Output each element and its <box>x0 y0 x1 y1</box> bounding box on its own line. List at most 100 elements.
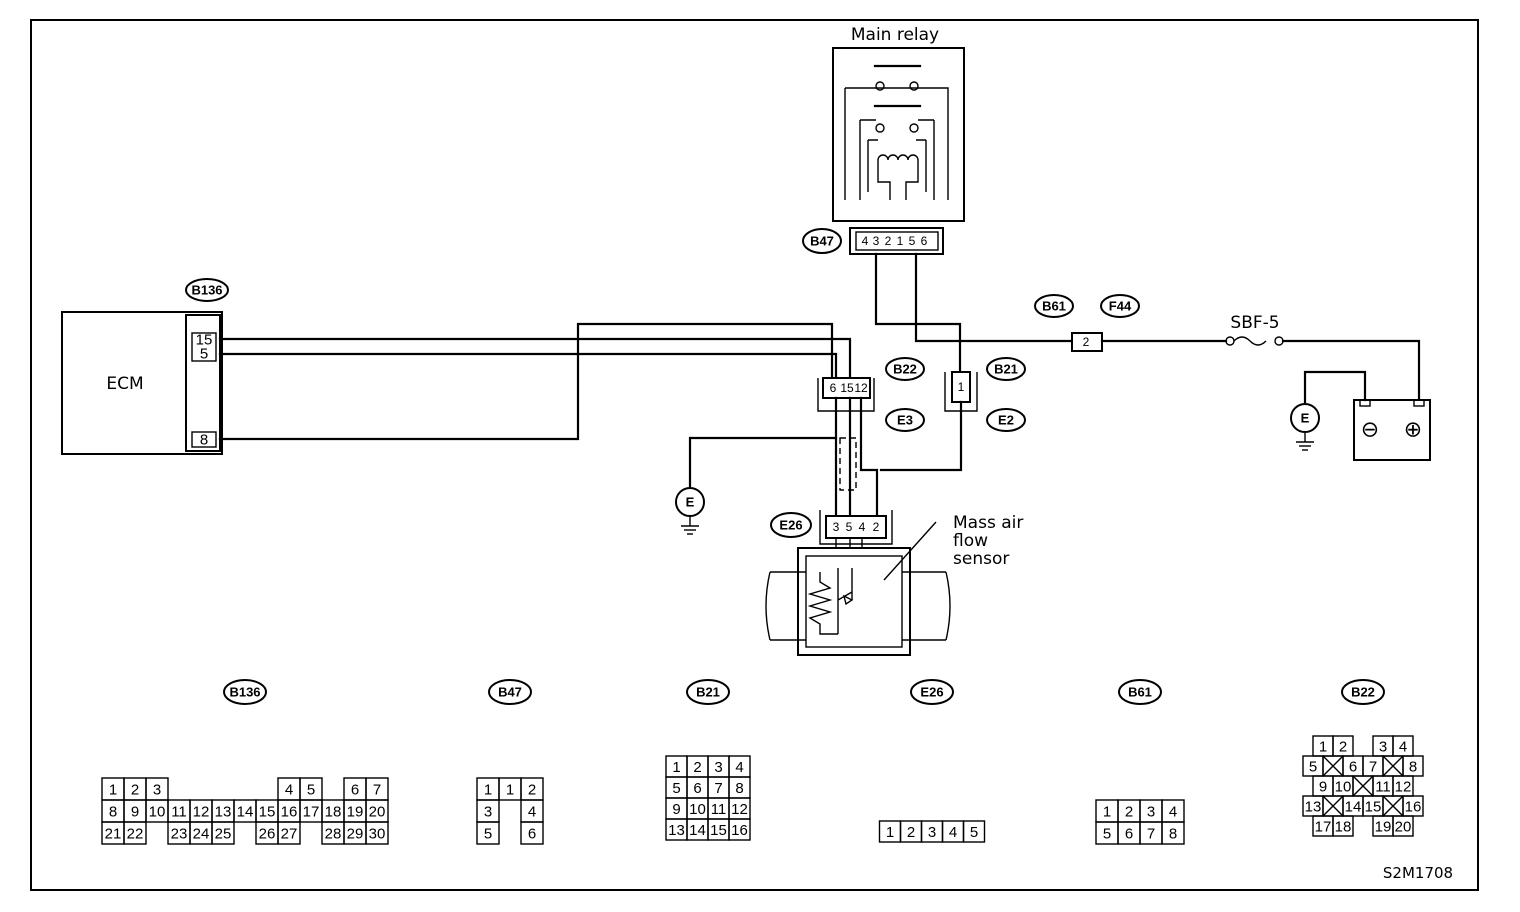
connector-pin-number: 7 <box>1369 759 1377 776</box>
b61-f44-connector: 2 B61 F44 <box>1034 294 1140 352</box>
connector-pin-number: 14 <box>689 822 706 839</box>
svg-text:B136: B136 <box>191 283 222 298</box>
fuse-sbf5: SBF-5 <box>1225 313 1284 346</box>
connector-pin-number: 4 <box>528 804 536 821</box>
connector-pin-number: 3 <box>153 782 161 799</box>
connector-pin-number: 22 <box>127 826 144 843</box>
connector-pin-number: 23 <box>171 826 188 843</box>
connector-pin-number: 12 <box>731 801 748 818</box>
svg-text:4: 4 <box>862 234 869 248</box>
battery-ground: E <box>1290 403 1320 451</box>
connector-pin-number: 1 <box>1319 739 1327 756</box>
connector-view-tag: E26 <box>920 685 943 700</box>
connector-pin-number: 7 <box>1147 826 1155 843</box>
connector-pin-number: 3 <box>1379 739 1387 756</box>
connector-pin-cell <box>1392 815 1414 837</box>
connector-blank-pin <box>1322 755 1344 777</box>
connector-pin-number: 19 <box>1375 819 1392 836</box>
connector-pin-number: 25 <box>215 826 232 843</box>
connector-pin-number: 7 <box>373 782 381 799</box>
connector-pin-cell <box>962 820 986 843</box>
connector-pin-cell <box>1332 815 1354 837</box>
connector-pin-number: 10 <box>689 801 706 818</box>
connector-pin-number: 2 <box>1125 804 1133 821</box>
main-relay: Main relay <box>832 25 965 222</box>
connector-pin-number: 29 <box>347 826 364 843</box>
connector-pin-number: 5 <box>484 826 492 843</box>
connector-pin-number: 11 <box>1375 779 1391 796</box>
svg-text:2: 2 <box>885 234 892 248</box>
svg-text:E: E <box>1301 411 1310 426</box>
connector-pin-number: 24 <box>193 826 210 843</box>
fuse-label: SBF-5 <box>1230 313 1279 333</box>
connector-pin-number: 1 <box>886 824 894 841</box>
svg-text:12: 12 <box>854 381 868 395</box>
connector-pin-number: 20 <box>369 804 386 821</box>
connector-pin-cell <box>520 821 544 845</box>
connector-pin-cell <box>123 821 147 845</box>
connector-pin-number: 8 <box>1169 826 1177 843</box>
svg-text:2: 2 <box>873 520 880 534</box>
shield-ground: E <box>675 487 705 535</box>
main-relay-label: Main relay <box>851 25 939 45</box>
e26-connector: 3 5 4 2 E26 <box>770 510 893 545</box>
ecm-label: ECM <box>106 374 143 394</box>
connector-view-tag: B22 <box>1351 685 1375 700</box>
connector-view-tag: B136 <box>229 685 260 700</box>
connector-pin-number: 16 <box>1405 799 1422 816</box>
connector-pin-cell <box>728 818 751 841</box>
svg-text:3: 3 <box>833 520 840 534</box>
connector-pin-number: 11 <box>711 801 727 818</box>
connector-pin-number: 10 <box>149 804 166 821</box>
connector-pin-number: 9 <box>131 804 139 821</box>
ecm-unit: ECM 15 5 8 B136 <box>61 278 229 455</box>
connector-pin-number: 4 <box>735 759 743 776</box>
svg-text:B47: B47 <box>810 234 834 249</box>
connector-pin-number: 4 <box>1169 804 1177 821</box>
svg-text:E3: E3 <box>897 413 913 428</box>
b22-e3-connector: 6 15 12 B22 E3 <box>817 357 925 432</box>
connector-pin-number: 2 <box>693 759 701 776</box>
connector-pin-number: 3 <box>928 824 936 841</box>
connector-pin-cell <box>1161 821 1185 845</box>
connector-pin-number: 18 <box>325 804 342 821</box>
connector-pin-number: 21 <box>105 826 122 843</box>
connector-pin-number: 5 <box>970 824 978 841</box>
connector-pin-number: 15 <box>1365 799 1382 816</box>
connector-pin-number: 2 <box>907 824 915 841</box>
main-relay-body <box>832 47 965 222</box>
connector-pin-number: 3 <box>1147 804 1155 821</box>
connector-pin-number: 13 <box>668 822 685 839</box>
connector-pin-number: 4 <box>1399 739 1407 756</box>
svg-text:5: 5 <box>846 520 853 534</box>
connector-pin-cell <box>476 821 500 845</box>
connector-pin-number: 6 <box>1125 826 1133 843</box>
connector-pin-number: 6 <box>528 826 536 843</box>
connector-pin-number: 6 <box>351 782 359 799</box>
svg-text:5: 5 <box>200 346 208 363</box>
connector-blank-pin <box>1352 775 1374 797</box>
connector-pin-number: 7 <box>714 780 722 797</box>
svg-text:B22: B22 <box>893 362 917 377</box>
connector-pin-number: 1 <box>109 782 117 799</box>
svg-text:⊖: ⊖ <box>1361 418 1379 443</box>
svg-text:1: 1 <box>958 380 965 394</box>
connector-pin-number: 13 <box>215 804 232 821</box>
connector-pin-number: 9 <box>1319 779 1327 796</box>
connector-pin-number: 8 <box>1409 759 1417 776</box>
connector-pin-number: 1 <box>672 759 680 776</box>
svg-text:B61: B61 <box>1042 299 1066 314</box>
svg-text:Mass air: Mass air <box>953 513 1023 533</box>
connector-pin-number: 13 <box>1305 799 1322 816</box>
connector-pin-number: 4 <box>949 824 957 841</box>
connector-view-tag: B47 <box>498 685 522 700</box>
svg-text:B21: B21 <box>994 362 1018 377</box>
connector-pin-number: 17 <box>303 804 320 821</box>
connector-pin-cell <box>365 821 389 845</box>
svg-text:3: 3 <box>873 234 880 248</box>
